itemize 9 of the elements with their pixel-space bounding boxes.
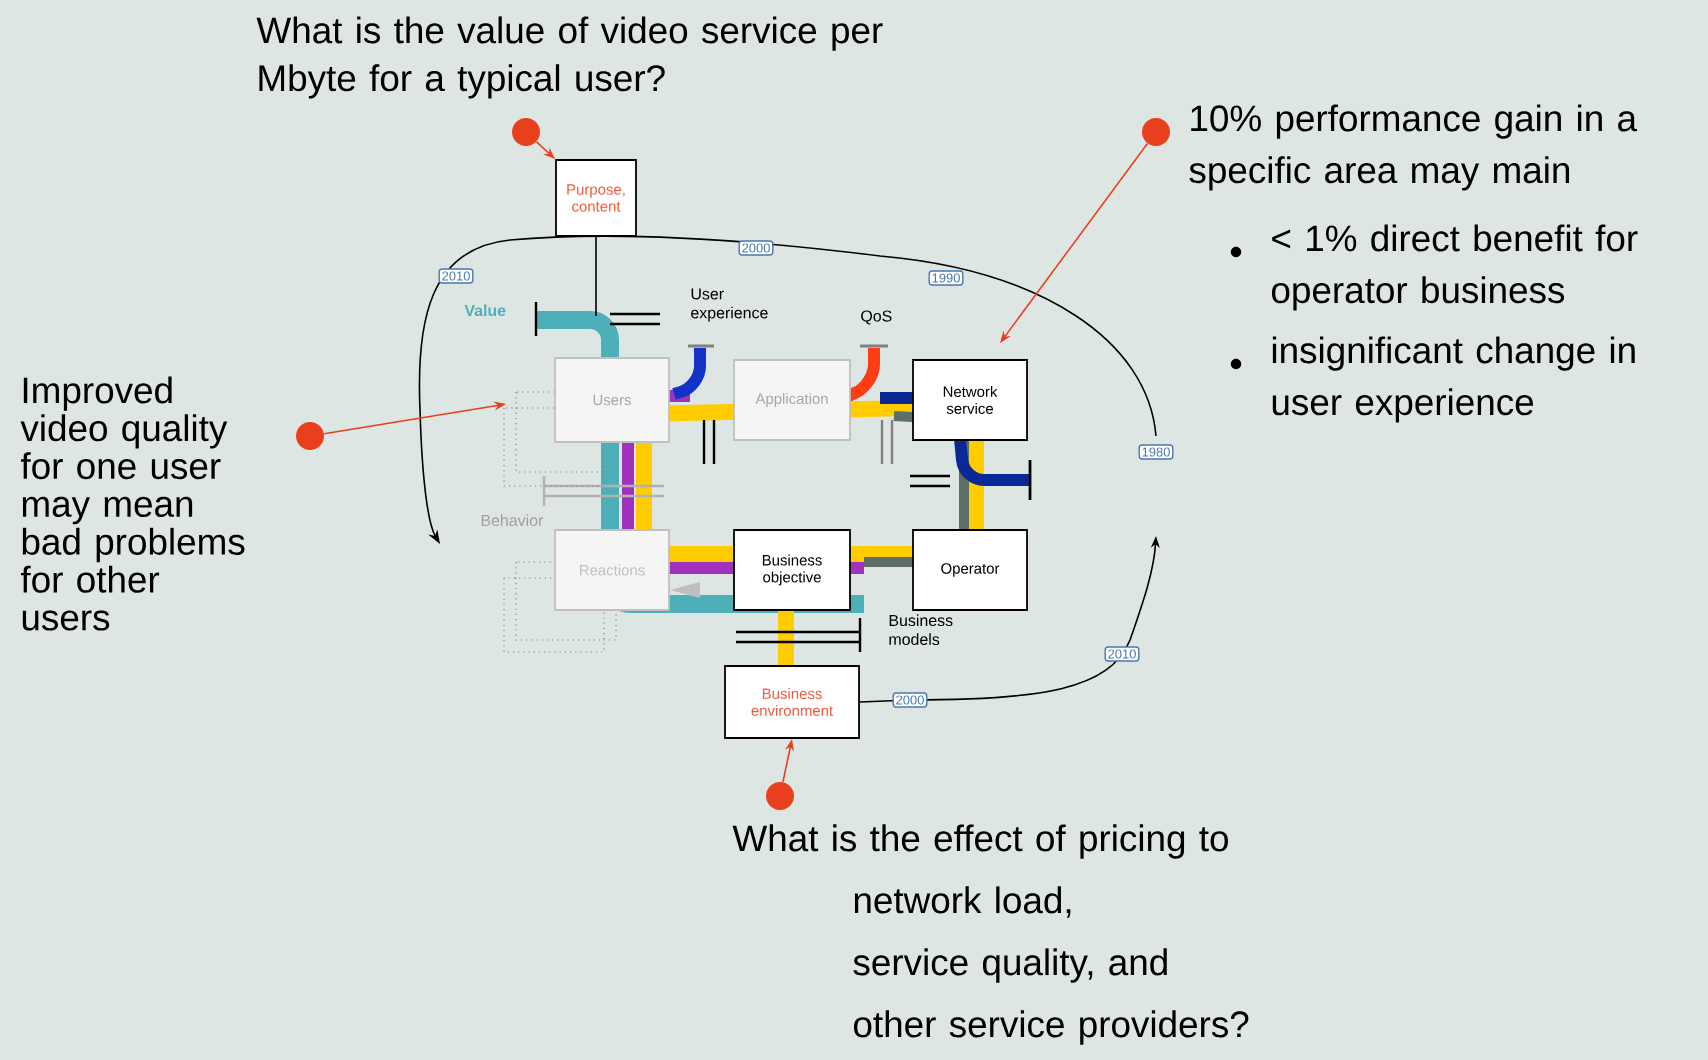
callout-dot <box>296 422 324 450</box>
callout-dot <box>512 118 540 146</box>
question-text: service quality, and <box>853 948 1167 983</box>
question-text: network load, <box>854 886 1071 918</box>
callout-dot <box>766 782 794 810</box>
question-text: What is the value of video service per Mbyte for a typical user? <box>256 16 883 99</box>
bullet-text: insignificant change in user experience <box>1272 336 1635 423</box>
question-text: other service providers? <box>853 1010 1249 1045</box>
callout-dot <box>1142 118 1170 146</box>
